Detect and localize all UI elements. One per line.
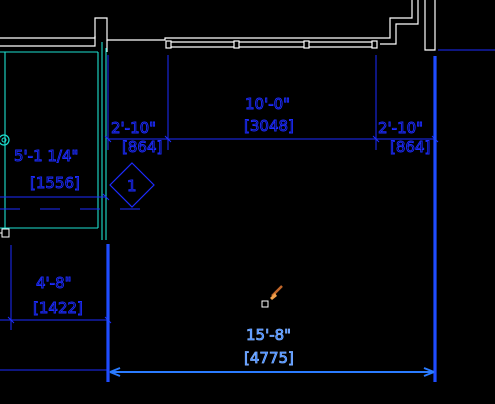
dim-left-upper-metric[interactable]: [1556]: [30, 174, 81, 193]
dim-left-upper-imperial[interactable]: 5'-1 1/4": [14, 147, 79, 166]
dimension-lines: [0, 49, 495, 371]
dim-top-right-imperial[interactable]: 2'-10": [378, 119, 424, 138]
window: [165, 40, 378, 49]
wall-junction-marker: [0, 134, 10, 146]
dim-bottom-selected-metric[interactable]: [4775]: [244, 349, 295, 368]
dim-top-right-metric[interactable]: [864]: [390, 138, 431, 157]
selected-walls[interactable]: [106, 56, 437, 382]
paintbrush-cursor-icon: [261, 285, 283, 308]
dim-top-center-metric[interactable]: [3048]: [244, 117, 295, 136]
dim-left-lower-imperial[interactable]: 4'-8": [36, 274, 72, 293]
selected-dimension[interactable]: [109, 367, 435, 377]
elevation-tag[interactable]: 1: [109, 162, 155, 208]
dim-top-left-metric[interactable]: [864]: [122, 138, 163, 157]
dim-top-left-imperial[interactable]: 2'-10": [111, 119, 157, 138]
door-stop: [0, 228, 10, 238]
elevation-tag-label: 1: [127, 177, 137, 195]
dim-left-lower-metric[interactable]: [1422]: [33, 299, 84, 318]
cyan-room-outline: [0, 42, 107, 240]
dim-top-center-imperial[interactable]: 10'-0": [245, 95, 291, 114]
dim-bottom-selected-imperial[interactable]: 15'-8": [246, 326, 292, 345]
walls: [0, 0, 436, 52]
